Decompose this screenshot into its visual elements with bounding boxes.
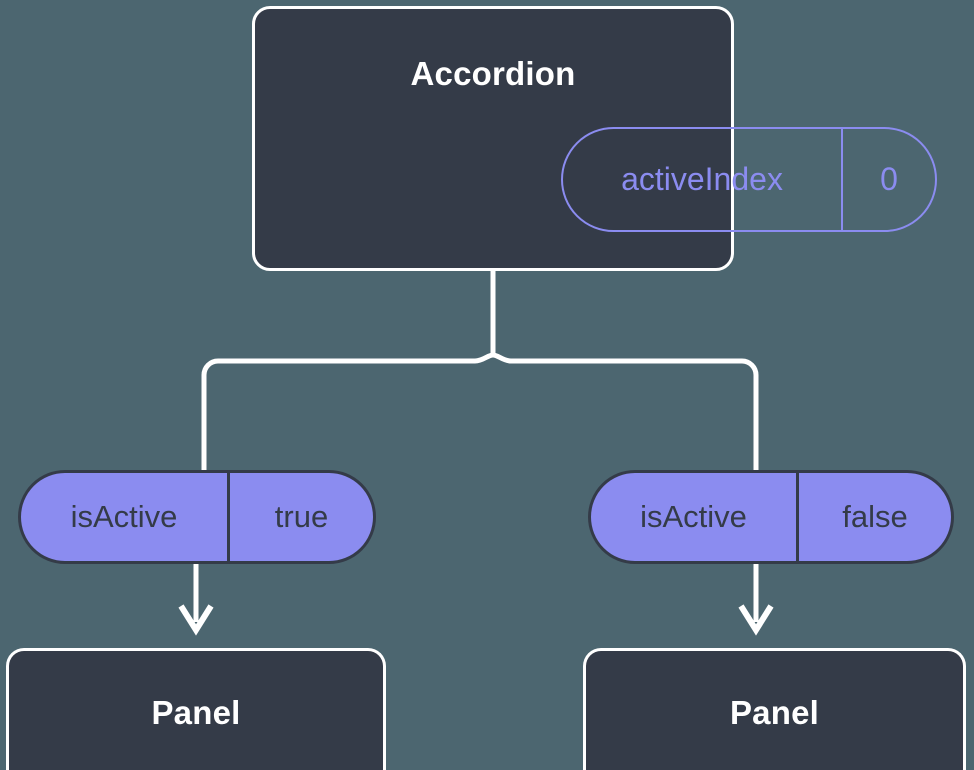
panel-node-left-label: Panel <box>151 694 241 731</box>
panel-node-right[interactable]: Panel <box>583 648 966 770</box>
state-pill-value: 0 <box>880 161 898 197</box>
arrow-head-right <box>738 604 774 636</box>
branch-connector-left <box>201 352 494 470</box>
prop-pill-key: isActive <box>21 473 230 561</box>
panel-node-left[interactable]: Panel <box>6 648 386 770</box>
state-pill-key: activeIndex <box>563 129 843 230</box>
prop-pill-is-active-true[interactable]: isActive true <box>18 470 376 564</box>
arrow-head-left <box>178 604 214 636</box>
prop-pill-is-active-false[interactable]: isActive false <box>588 470 954 564</box>
branch-connector-right <box>492 352 759 470</box>
panel-node-right-label: Panel <box>729 694 820 731</box>
prop-pill-key: isActive <box>591 473 799 561</box>
prop-pill-value: true <box>274 499 329 534</box>
prop-pill-value: false <box>842 499 908 534</box>
state-pill-active-index[interactable]: activeIndex 0 <box>561 127 937 232</box>
accordion-node-label: Accordion <box>410 55 576 92</box>
accordion-node[interactable]: Accordion activeIndex 0 <box>252 6 937 271</box>
